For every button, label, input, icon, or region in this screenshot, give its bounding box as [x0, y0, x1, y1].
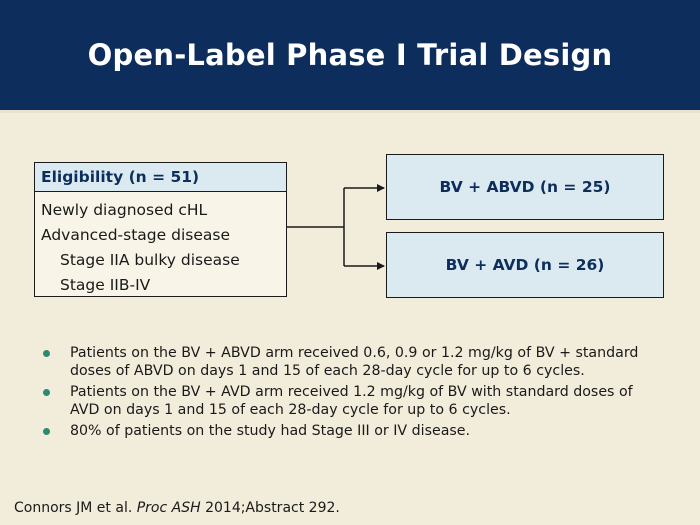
- citation: Connors JM et al. Proc ASH 2014;Abstract…: [14, 500, 340, 516]
- eligibility-box: Eligibility (n = 51) Newly diagnosed cHL…: [34, 162, 287, 297]
- slide-title: Open-Label Phase I Trial Design: [87, 38, 613, 72]
- eligibility-item: Stage IIA bulky disease: [60, 251, 240, 269]
- bullet-list: Patients on the BV + ABVD arm received 0…: [42, 344, 662, 443]
- bullet-item: 80% of patients on the study had Stage I…: [42, 422, 662, 440]
- bullet-dot-icon: [43, 350, 50, 357]
- eligibility-item: Newly diagnosed cHL: [41, 201, 208, 219]
- eligibility-list: Newly diagnosed cHL Advanced-stage disea…: [35, 192, 286, 298]
- title-banner: Open-Label Phase I Trial Design: [0, 0, 700, 110]
- bullet-item: Patients on the BV + AVD arm received 1.…: [42, 383, 662, 419]
- eligibility-item: Stage IIB-IV: [60, 276, 151, 294]
- citation-details: 2014;Abstract 292.: [200, 500, 340, 516]
- bullet-item: Patients on the BV + ABVD arm received 0…: [42, 344, 662, 380]
- eligibility-item: Advanced-stage disease: [41, 226, 230, 244]
- arm-box-bv-avd: BV + AVD (n = 26): [386, 232, 664, 298]
- bullet-dot-icon: [43, 389, 50, 396]
- citation-journal: Proc ASH: [136, 500, 201, 516]
- bullet-text: 80% of patients on the study had Stage I…: [70, 423, 471, 439]
- bullet-text: Patients on the BV + AVD arm received 1.…: [70, 384, 633, 418]
- bullet-text: Patients on the BV + ABVD arm received 0…: [70, 345, 639, 379]
- citation-authors: Connors JM et al.: [14, 500, 137, 516]
- bullet-dot-icon: [43, 428, 50, 435]
- divider: [0, 110, 700, 113]
- eligibility-header: Eligibility (n = 51): [35, 163, 286, 192]
- arm-box-bv-abvd: BV + ABVD (n = 25): [386, 154, 664, 220]
